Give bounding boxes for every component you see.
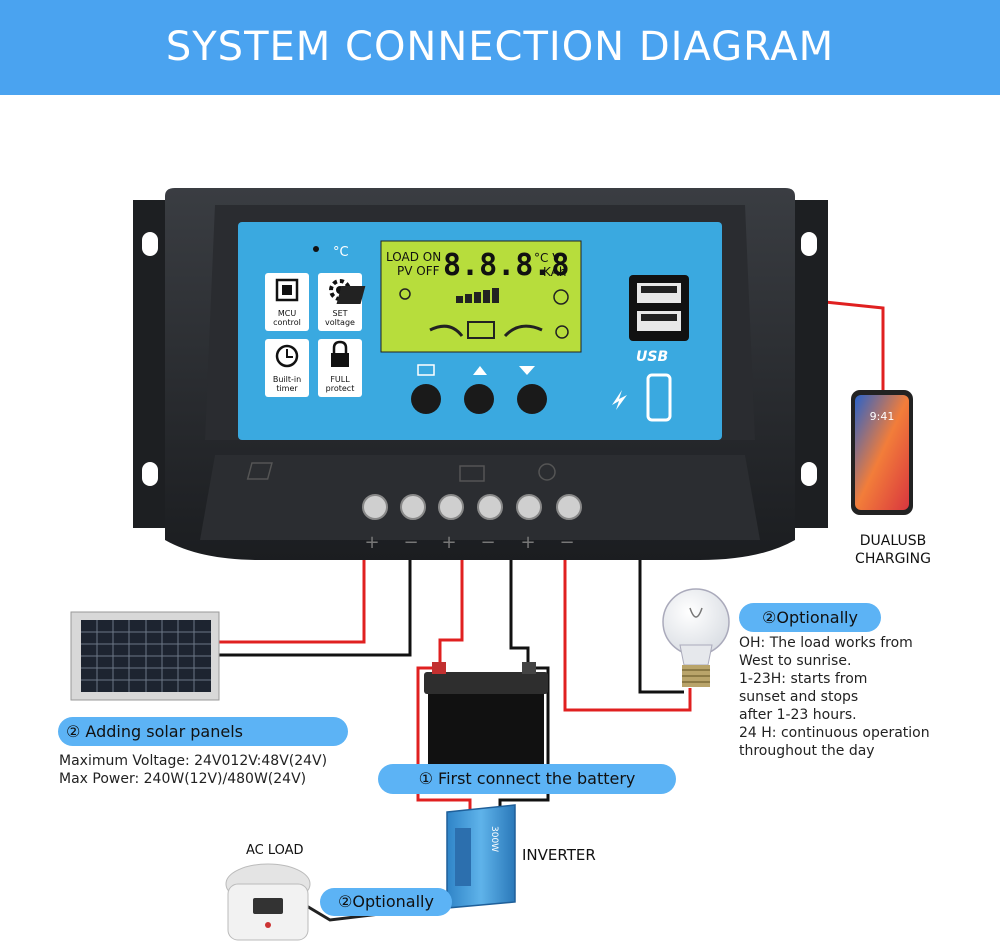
clock-icon (275, 344, 299, 368)
lcd-sun-icon (399, 288, 411, 300)
lcd-load-on: LOAD ON (386, 250, 441, 264)
mcu-chip-icon (275, 278, 299, 302)
load-line-2: West to sunrise. (739, 653, 852, 669)
load-line-4: sunset and stops (739, 689, 859, 705)
battery-pill: ① First connect the battery (378, 764, 676, 794)
lcd-clock-icon (555, 325, 569, 339)
inverter: 300W (446, 804, 516, 909)
load-line-7: throughout the day (739, 743, 875, 759)
right-mount-ear (790, 200, 828, 528)
lcd-solar-icon (336, 286, 366, 304)
timer-label-1: Built-in (273, 375, 301, 384)
up-button-icon (473, 366, 487, 375)
usb-charging-line-2: CHARGING (855, 551, 931, 567)
mcu-label-2: control (273, 318, 301, 327)
timer-label-2: timer (276, 384, 298, 393)
usb-charging-line-1: DUALUSB (859, 533, 927, 549)
protect-label-2: protect (326, 384, 355, 393)
page-title: SYSTEM CONNECTION DIAGRAM (165, 24, 835, 70)
set-label-1: SET (332, 309, 347, 318)
solar-positive-wire (218, 560, 366, 644)
terminal-sign-5: + (520, 532, 535, 553)
timer-tile (265, 339, 309, 397)
terminal-sign-1: + (364, 532, 379, 553)
load-pill: ②Optionally (739, 603, 881, 632)
load-description: OH: The load works from West to sunrise.… (739, 634, 930, 760)
load-line-3: 1-23H: starts from (739, 671, 868, 687)
charge-controller: °C MCU control SET voltage Built-in (133, 188, 828, 560)
terminal-block (200, 455, 760, 540)
load-negative-wire (638, 560, 684, 694)
lightning-icon (612, 390, 627, 410)
terminal-symbol-solar (246, 462, 273, 480)
lcd-battery-icon (467, 321, 495, 339)
menu-button[interactable] (411, 384, 441, 414)
mcu-label-1: MCU (278, 309, 296, 318)
terminal-symbol-battery (459, 465, 485, 482)
phone-time: 9:41 (870, 410, 895, 423)
rice-cooker (225, 863, 311, 941)
title-banner (0, 0, 1000, 95)
inverter-label: INVERTER (522, 846, 596, 864)
up-button[interactable] (464, 384, 494, 414)
terminal-sign-3: + (441, 532, 456, 553)
load-positive-wire (563, 560, 692, 712)
phone-icon (646, 373, 672, 422)
load-line-5: after 1-23 hours. (739, 707, 857, 723)
solar-max-voltage: Maximum Voltage: 24V012V:48V(24V) (59, 753, 328, 769)
menu-button-icon (417, 364, 435, 376)
terminal-sign-4: − (480, 532, 495, 553)
protect-label-1: FULL (330, 375, 350, 384)
terminal-symbol-load (538, 463, 556, 481)
lcd-battery-bars (456, 288, 499, 303)
solar-description: Maximum Voltage: 24V012V:48V(24V) Max Po… (59, 752, 327, 788)
inverter-body-text: 300W (489, 826, 499, 852)
battery-positive-wire (438, 560, 464, 668)
usb-label: USB (636, 349, 668, 365)
screw-terminals (362, 494, 582, 520)
lcd-unit-1: °C V (534, 251, 561, 265)
terminal-sign-6: − (559, 532, 574, 553)
ac-load-pill: ②Optionally (320, 888, 452, 916)
smartphone: 9:41 (851, 390, 913, 515)
lcd-pv-off: PV OFF (397, 264, 440, 278)
left-mount-ear (133, 200, 170, 528)
solar-negative-wire (218, 560, 412, 657)
battery-negative-post (522, 662, 536, 674)
load-line-1: OH: The load works from (739, 635, 913, 651)
load-line-6: 24 H: continuous operation (739, 725, 930, 741)
battery-positive-wire-2 (416, 666, 472, 815)
set-label-2: voltage (325, 318, 355, 327)
battery-negative-wire (509, 560, 530, 668)
terminal-sign-2: − (403, 532, 418, 553)
light-bulb (662, 588, 730, 687)
battery-positive-post (432, 662, 446, 674)
lock-icon (331, 340, 349, 367)
solar-pill: ② Adding solar panels (58, 717, 348, 746)
solar-max-power: Max Power: 240W(12V)/480W(24V) (59, 771, 307, 787)
battery-negative-wire-2 (498, 666, 550, 815)
solar-panel (70, 611, 220, 701)
usb-charging-label: DUALUSB CHARGING (838, 532, 948, 568)
ac-load-label: AC LOAD (246, 843, 304, 858)
down-button-icon (519, 366, 535, 375)
lcd-unit-2: KAh (543, 265, 566, 279)
lcd-bulb-icon (553, 289, 569, 305)
protect-tile (318, 339, 362, 397)
lcd-digits: 8.8.8.8 (443, 248, 569, 283)
svg-text:°C: °C (333, 245, 349, 260)
down-button[interactable] (517, 384, 547, 414)
